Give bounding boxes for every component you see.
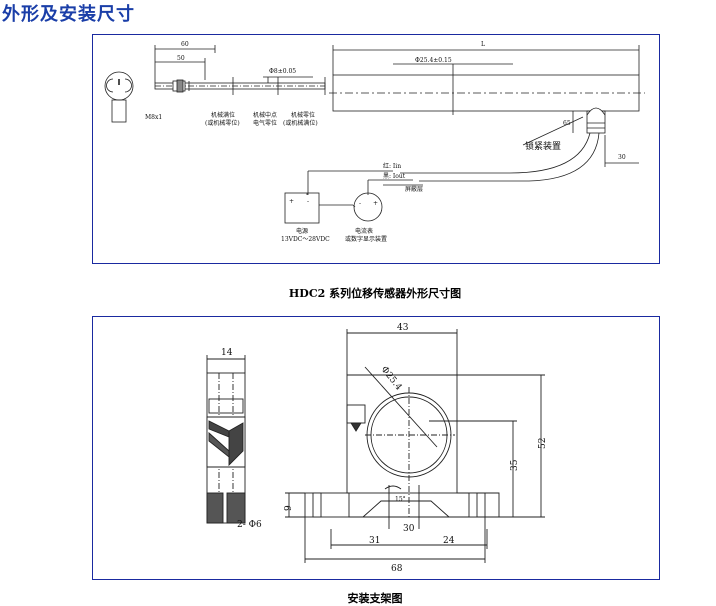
mech-mid-label: 机械中点 bbox=[253, 111, 277, 119]
dim-31-label: 31 bbox=[369, 536, 380, 546]
connector-stem bbox=[111, 99, 127, 123]
dim-50-label: 50 bbox=[177, 55, 185, 62]
bracket-drawing-svg: 14 43 Φ25.4 52 35 9 2- Φ6 15° 30 31 24 6… bbox=[206, 323, 548, 574]
dim-15deg-label: 15° bbox=[395, 496, 406, 503]
dim-phi8-label: Φ8±0.05 bbox=[269, 68, 296, 75]
meter-alt-label: 或数字显示装置 bbox=[345, 235, 387, 243]
angle-arc bbox=[384, 485, 402, 490]
mounting-bracket-drawing-panel: 14 43 Φ25.4 52 35 9 2- Φ6 15° 30 31 24 6… bbox=[92, 316, 660, 580]
dim-60-label: 60 bbox=[181, 41, 189, 48]
dim-phi25-label: Φ25.4 bbox=[379, 365, 404, 393]
red-wire-label: 红: Iin bbox=[383, 162, 401, 170]
dim-24-label: 24 bbox=[443, 536, 455, 546]
dim-30-label: 30 bbox=[403, 524, 415, 534]
meter-label: 电流表 bbox=[355, 227, 373, 235]
bracket-base bbox=[304, 492, 486, 518]
dim-2phi6-label: 2- Φ6 bbox=[237, 520, 262, 530]
dim-L-label: L bbox=[481, 41, 485, 48]
power-label: 电源 bbox=[296, 227, 308, 235]
connector-end-view bbox=[104, 71, 134, 101]
connector-pin-left bbox=[106, 78, 114, 93]
dim-68-label: 68 bbox=[391, 564, 403, 574]
dim-43-label: 43 bbox=[397, 323, 409, 333]
power-range-label: 13VDC～28VDC bbox=[281, 236, 330, 243]
figure1-caption: HDC2 系列位移传感器外形尺寸图 bbox=[288, 287, 462, 300]
dim-35-label: 35 bbox=[510, 459, 520, 471]
power-plus: + bbox=[289, 198, 294, 205]
dim-52-label: 52 bbox=[538, 438, 548, 449]
clamp-screw bbox=[346, 404, 366, 424]
phi-leader bbox=[364, 366, 438, 448]
mech-zero-alt-label: (或机械满位) bbox=[283, 119, 318, 127]
black-wire-label: 黑: Iout bbox=[383, 173, 406, 180]
page-heading: 外形及安装尺寸 bbox=[2, 4, 135, 25]
power-supply-box bbox=[284, 192, 320, 224]
shield-label: 屏蔽层 bbox=[405, 185, 423, 193]
elec-zero-label: 电气零位 bbox=[253, 119, 277, 127]
lock-nut-label: 锁紧装置 bbox=[525, 140, 561, 152]
sensor-dimension-drawing-panel: 60 50 Φ8±0.05 L Φ25.4±0.15 M8x1 机械满位 (或机… bbox=[92, 34, 660, 264]
power-minus: - bbox=[307, 198, 309, 205]
base-notch bbox=[362, 500, 450, 518]
meter-minus: - bbox=[359, 200, 361, 207]
dim-small-65: 65 bbox=[563, 120, 571, 127]
dim-9-label: 9 bbox=[284, 505, 294, 511]
mech-full-label: 机械满位 bbox=[211, 111, 235, 119]
dim-phi25-label: Φ25.4±0.15 bbox=[415, 57, 452, 64]
mech-full-alt-label: (或机械零位) bbox=[205, 119, 240, 127]
dim-14-label: 14 bbox=[221, 348, 233, 358]
connector-pin-right bbox=[124, 78, 132, 93]
meter-plus: + bbox=[373, 200, 378, 207]
mech-zero-label: 机械零位 bbox=[291, 111, 315, 119]
m8-thread-label: M8x1 bbox=[145, 114, 162, 121]
sensor-drawing-svg: 60 50 Φ8±0.05 L Φ25.4±0.15 M8x1 机械满位 (或机… bbox=[104, 41, 645, 243]
figure2-caption: 安装支架图 bbox=[347, 592, 403, 605]
cable bbox=[400, 132, 591, 174]
dim-small-30: 30 bbox=[618, 154, 626, 161]
current-meter bbox=[353, 192, 383, 222]
